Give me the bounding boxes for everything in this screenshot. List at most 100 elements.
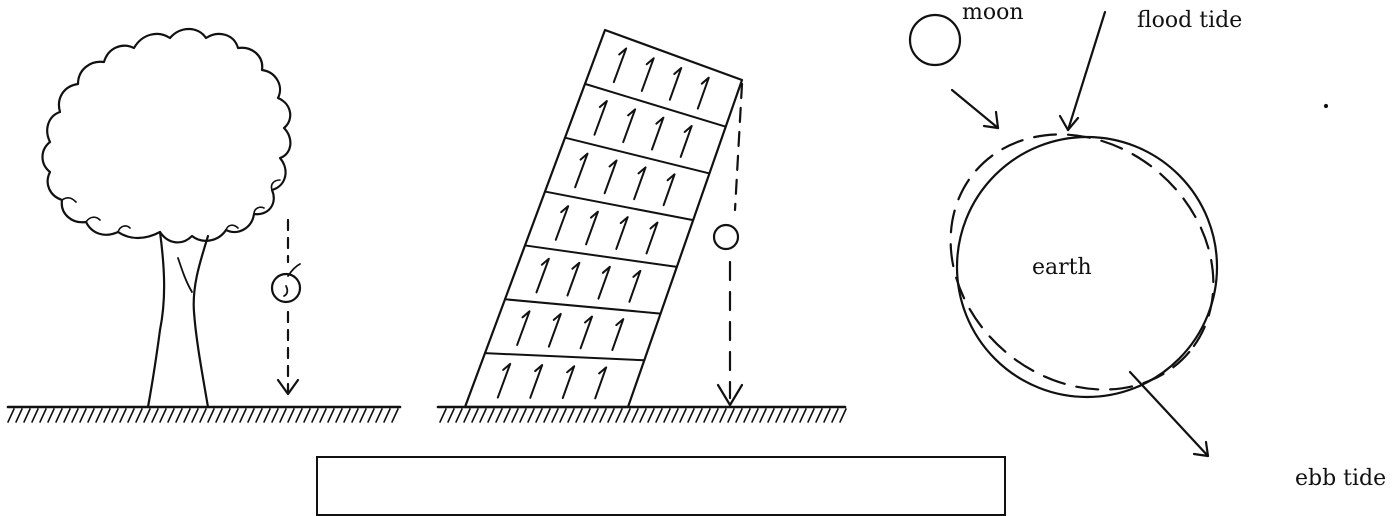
ground-hatch-mark	[824, 409, 830, 422]
ground-hatch-mark	[544, 409, 550, 422]
ground-hatch-mark	[704, 409, 710, 422]
ground-hatch-mark	[752, 409, 758, 422]
tower-window-mark	[605, 160, 617, 193]
ground-hatch-mark	[776, 409, 782, 422]
ground-hatch-tower	[440, 409, 846, 422]
ground-hatch-mark	[280, 409, 286, 422]
tower-window-mark	[634, 167, 645, 199]
ground-hatch-mark	[440, 409, 446, 422]
tower-window-mark	[517, 311, 529, 345]
ground-hatch-mark	[224, 409, 230, 422]
ground-hatch-mark	[200, 409, 206, 422]
ground-hatch-mark	[48, 409, 54, 422]
ball-drop-path-top	[735, 84, 742, 210]
ground-hatch-mark	[536, 409, 542, 422]
ground-hatch-mark	[32, 409, 38, 422]
leaning-tower	[465, 30, 742, 407]
ground-hatch-mark	[664, 409, 670, 422]
tower-window-mark	[598, 267, 609, 299]
tower-windows	[498, 48, 709, 398]
tree-crown	[43, 29, 291, 242]
ground-hatch-mark	[808, 409, 814, 422]
ground-hatch-mark	[168, 409, 174, 422]
ground-hatch-mark	[496, 409, 502, 422]
ground-hatch-mark	[832, 409, 838, 422]
stray-dot	[1325, 105, 1327, 107]
ground-hatch-mark	[64, 409, 70, 422]
ground-hatch-mark	[608, 409, 614, 422]
ground-hatch-mark	[272, 409, 278, 422]
ebb-tide-label: ebb tide	[1295, 466, 1386, 491]
ground-hatch-mark	[640, 409, 646, 422]
ground-hatch-mark	[376, 409, 382, 422]
ground-hatch-mark	[328, 409, 334, 422]
ground-hatch-mark	[456, 409, 462, 422]
tree-trunk-right	[194, 236, 208, 407]
earth-label: earth	[1032, 255, 1092, 280]
tower-window-mark	[530, 365, 542, 398]
dropped-ball	[714, 225, 738, 249]
ground-hatch-mark	[104, 409, 110, 422]
tower-window-mark	[664, 174, 675, 205]
ground-hatch-mark	[712, 409, 718, 422]
ground-hatch-mark	[8, 409, 14, 422]
ground-hatch-mark	[720, 409, 726, 422]
moon	[910, 15, 960, 65]
ebb-tide-pointer	[1130, 372, 1208, 456]
ground-hatch-mark	[144, 409, 150, 422]
ground-hatch-mark	[120, 409, 126, 422]
ground-hatch-mark	[368, 409, 374, 422]
ground-hatch-mark	[336, 409, 342, 422]
tree-trunk-left	[148, 232, 164, 407]
tower-window-mark	[575, 154, 587, 188]
tree-crown-scallops	[62, 180, 280, 232]
ground-hatch-mark	[488, 409, 494, 422]
tide-panel	[899, 12, 1327, 456]
tower-window-mark	[616, 217, 627, 249]
ground-hatch-mark	[352, 409, 358, 422]
ground-hatch-mark	[208, 409, 214, 422]
ground-hatch-mark	[600, 409, 606, 422]
ground-hatch-mark	[56, 409, 62, 422]
ground-hatch-mark	[632, 409, 638, 422]
ground-hatch-mark	[256, 409, 262, 422]
ground-hatch-mark	[800, 409, 806, 422]
ground-hatch-mark	[728, 409, 734, 422]
tower-window-mark	[612, 319, 623, 350]
ground-hatch-mark	[584, 409, 590, 422]
tower-window-mark	[647, 223, 658, 254]
ground-hatch-mark	[816, 409, 822, 422]
ground-hatch-mark	[192, 409, 198, 422]
moon-pull-arrow	[952, 90, 998, 128]
ground-hatch-mark	[592, 409, 598, 422]
ground-hatch-mark	[160, 409, 166, 422]
tower-window-mark	[670, 68, 681, 100]
ground-hatch-mark	[464, 409, 470, 422]
tower-window-mark	[536, 259, 548, 293]
tower-window-mark	[581, 317, 592, 349]
ground-hatch-mark	[184, 409, 190, 422]
ground-hatch-mark	[472, 409, 478, 422]
ground-hatch-mark	[360, 409, 366, 422]
ground-hatch-mark	[288, 409, 294, 422]
ground-hatch-mark	[344, 409, 350, 422]
tower-floors	[485, 84, 726, 360]
ground-hatch-mark	[80, 409, 86, 422]
tower-window-mark	[652, 118, 663, 150]
tower-window-mark	[556, 206, 568, 240]
ground-hatch-mark	[384, 409, 390, 422]
tower-window-mark	[642, 58, 654, 91]
ground-hatch-mark	[784, 409, 790, 422]
ground-hatch-mark	[176, 409, 182, 422]
tower-window-mark	[563, 366, 574, 398]
ground-hatch-mark	[528, 409, 534, 422]
flood-tide-arrowhead	[1060, 116, 1078, 130]
answer-box[interactable]	[316, 456, 1006, 516]
ground-hatch-mark	[576, 409, 582, 422]
ground-hatch-mark	[112, 409, 118, 422]
ground-hatch-mark	[552, 409, 558, 422]
ground-hatch-mark	[16, 409, 22, 422]
ground-hatch-mark	[520, 409, 526, 422]
tower-window-mark	[614, 48, 626, 82]
ground-hatch-mark	[480, 409, 486, 422]
